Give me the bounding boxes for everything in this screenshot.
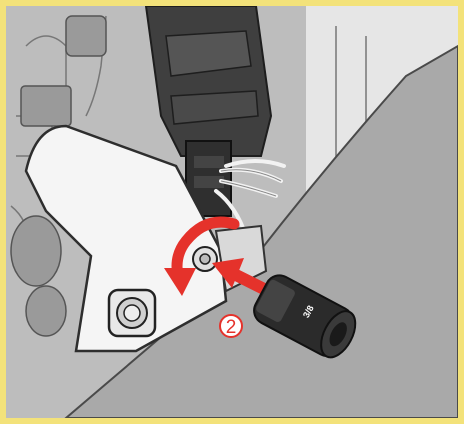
repair-illustration: 3/8 2 [6, 6, 458, 418]
bracket-bolt-icon [109, 290, 155, 336]
screw-icon [193, 247, 217, 271]
step-number: 2 [226, 317, 237, 338]
step-marker: 2 [220, 315, 242, 338]
